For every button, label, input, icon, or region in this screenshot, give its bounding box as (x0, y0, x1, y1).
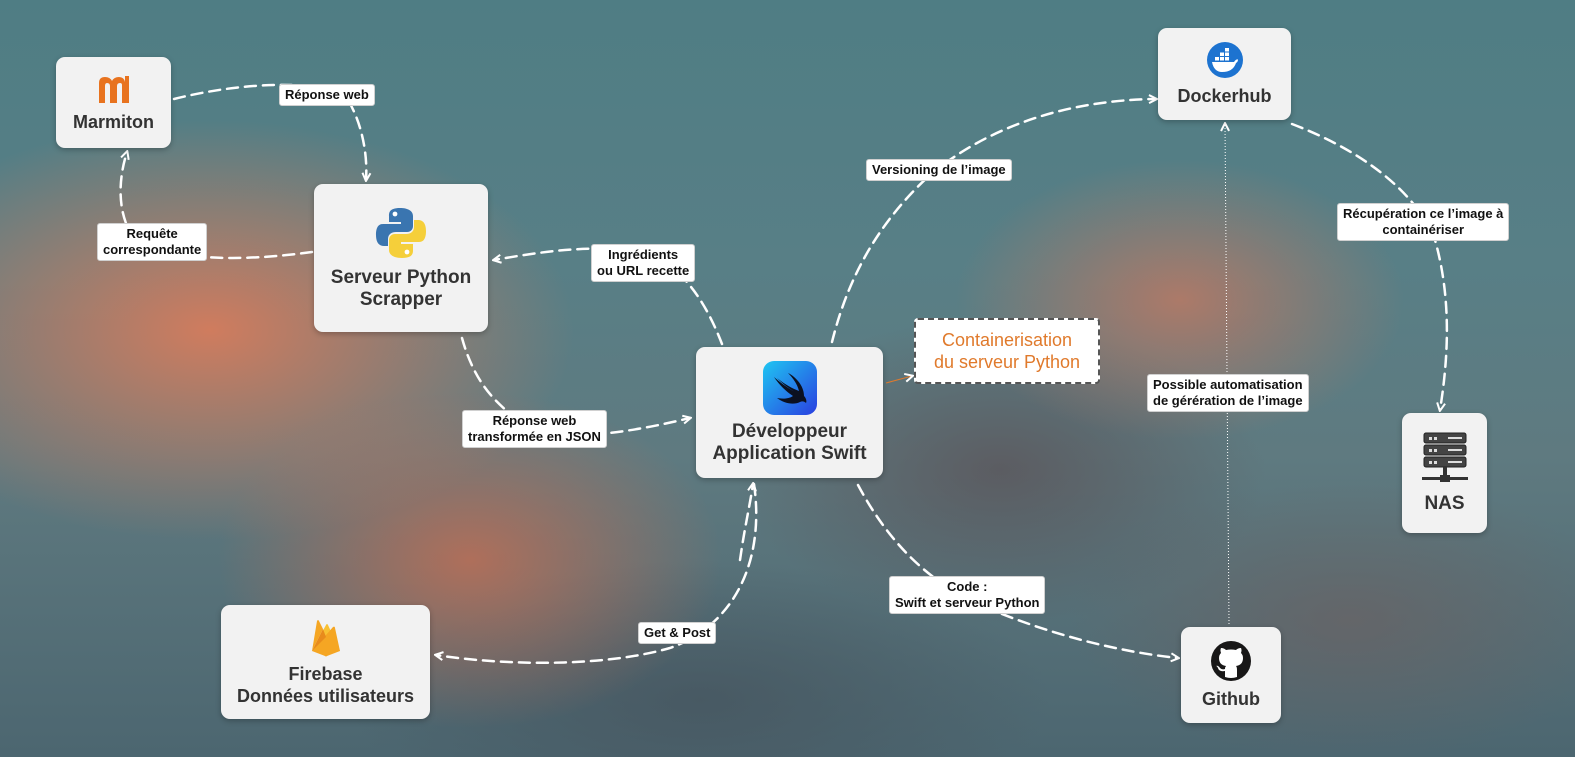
docker-logo-icon (1206, 42, 1243, 78)
containerisation-note: Containerisation du serveur Python (914, 318, 1100, 384)
server-icon (1421, 432, 1468, 482)
firebase-logo-icon (311, 620, 340, 657)
edge-swift-to-github (856, 483, 1178, 658)
marmiton-label: Marmiton (73, 111, 154, 132)
edge-swift-firebase (436, 482, 758, 665)
marmiton-node[interactable]: Marmiton (56, 57, 171, 148)
firebase-label: Firebase Données utilisateurs (236, 664, 415, 706)
python-server-node[interactable]: Serveur Python Scrapper (314, 184, 488, 332)
swift-developer-node[interactable]: Développeur Application Swift (696, 347, 883, 478)
label-ingredients: Ingrédients ou URL recette (591, 244, 696, 282)
python-logo-icon (376, 208, 426, 258)
label-recuperation: Récupération ce l’image à containériser (1337, 203, 1510, 241)
dockerhub-node[interactable]: Dockerhub (1158, 28, 1291, 120)
swift-developer-label: Développeur Application Swift (712, 420, 867, 464)
label-automatisation: Possible automatisation de gérération de… (1147, 374, 1309, 412)
github-node[interactable]: Github (1181, 627, 1281, 723)
swift-logo-icon (762, 360, 817, 415)
marmiton-logo-icon (98, 75, 129, 103)
firebase-node[interactable]: Firebase Données utilisateurs (221, 605, 430, 719)
edge-dockerhub-to-nas (1290, 122, 1449, 410)
edge-python-to-marmiton (119, 152, 314, 260)
edge-swift-to-note (885, 376, 912, 384)
nas-node[interactable]: NAS (1402, 413, 1487, 533)
nas-label: NAS (1424, 493, 1465, 514)
label-versioning: Versioning de l’image (866, 159, 1012, 181)
dockerhub-label: Dockerhub (1177, 86, 1272, 106)
python-server-label: Serveur Python Scrapper (330, 267, 472, 310)
edge-swift-firebase-return (738, 484, 753, 562)
label-reponse-json: Réponse web transformée en JSON (462, 410, 607, 448)
github-logo-icon (1211, 641, 1251, 681)
label-reponse-web: Réponse web (279, 84, 375, 106)
label-requete-correspondante: Requête correspondante (97, 223, 208, 261)
label-get-post: Get & Post (638, 622, 717, 644)
label-code: Code : Swift et serveur Python (889, 576, 1046, 614)
github-label: Github (1202, 689, 1260, 709)
edge-swift-to-dockerhub (830, 99, 1156, 344)
